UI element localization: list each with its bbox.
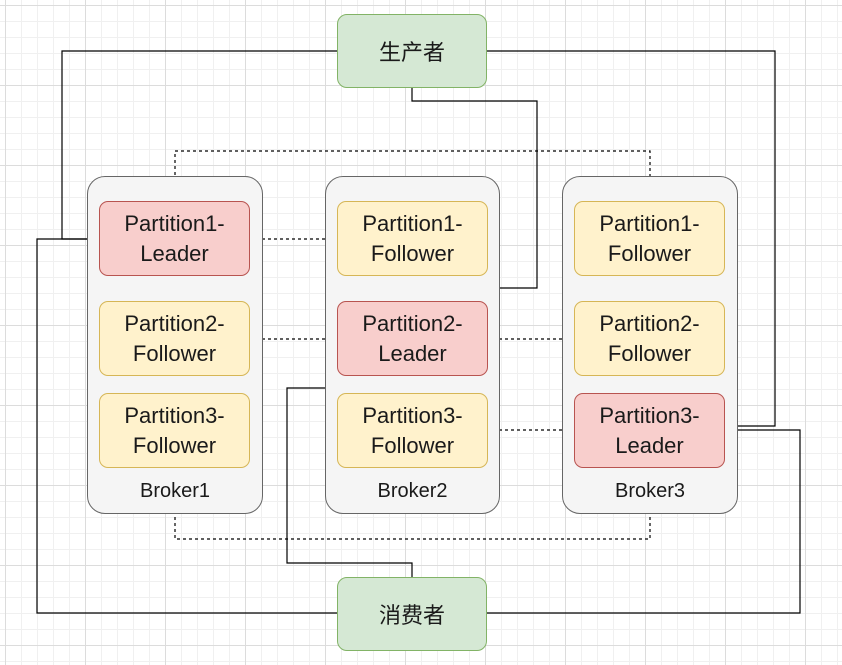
broker-3-partition-3: Partition3- Leader [574,393,725,468]
partition-label: Partition1- Leader [124,210,225,266]
partition-label: Partition2- Follower [599,310,700,366]
producer-node: 生产者 [337,14,487,88]
broker-1-partition-1: Partition1- Leader [99,201,250,276]
broker-1-label: Broker1 [139,480,211,502]
consumer-label: 消费者 [378,604,445,629]
broker-2-partition-1: Partition1- Follower [337,201,488,276]
partition-label: Partition3- Follower [362,402,463,458]
broker-1-partition-2: Partition2- Follower [99,301,250,376]
partition-label: Partition2- Follower [124,310,225,366]
broker-2-label: Broker2 [377,480,448,502]
broker-3-partition-1: Partition1- Follower [574,201,725,276]
partition-label: Partition3- Follower [124,402,225,458]
broker-3-label: Broker3 [614,480,686,502]
partition-label: Partition1- Follower [599,210,700,266]
consumer-node: 消费者 [337,577,487,651]
broker-2-partition-2: Partition2- Leader [337,301,488,376]
partition-label: Partition1- Follower [362,210,463,266]
partition-label: Partition3- Leader [599,402,700,458]
broker-2-partition-3: Partition3- Follower [337,393,488,468]
producer-label: 生产者 [378,41,445,66]
broker-1-partition-3: Partition3- Follower [99,393,250,468]
broker-3-partition-2: Partition2- Follower [574,301,725,376]
partition-label: Partition2- Leader [362,310,463,366]
